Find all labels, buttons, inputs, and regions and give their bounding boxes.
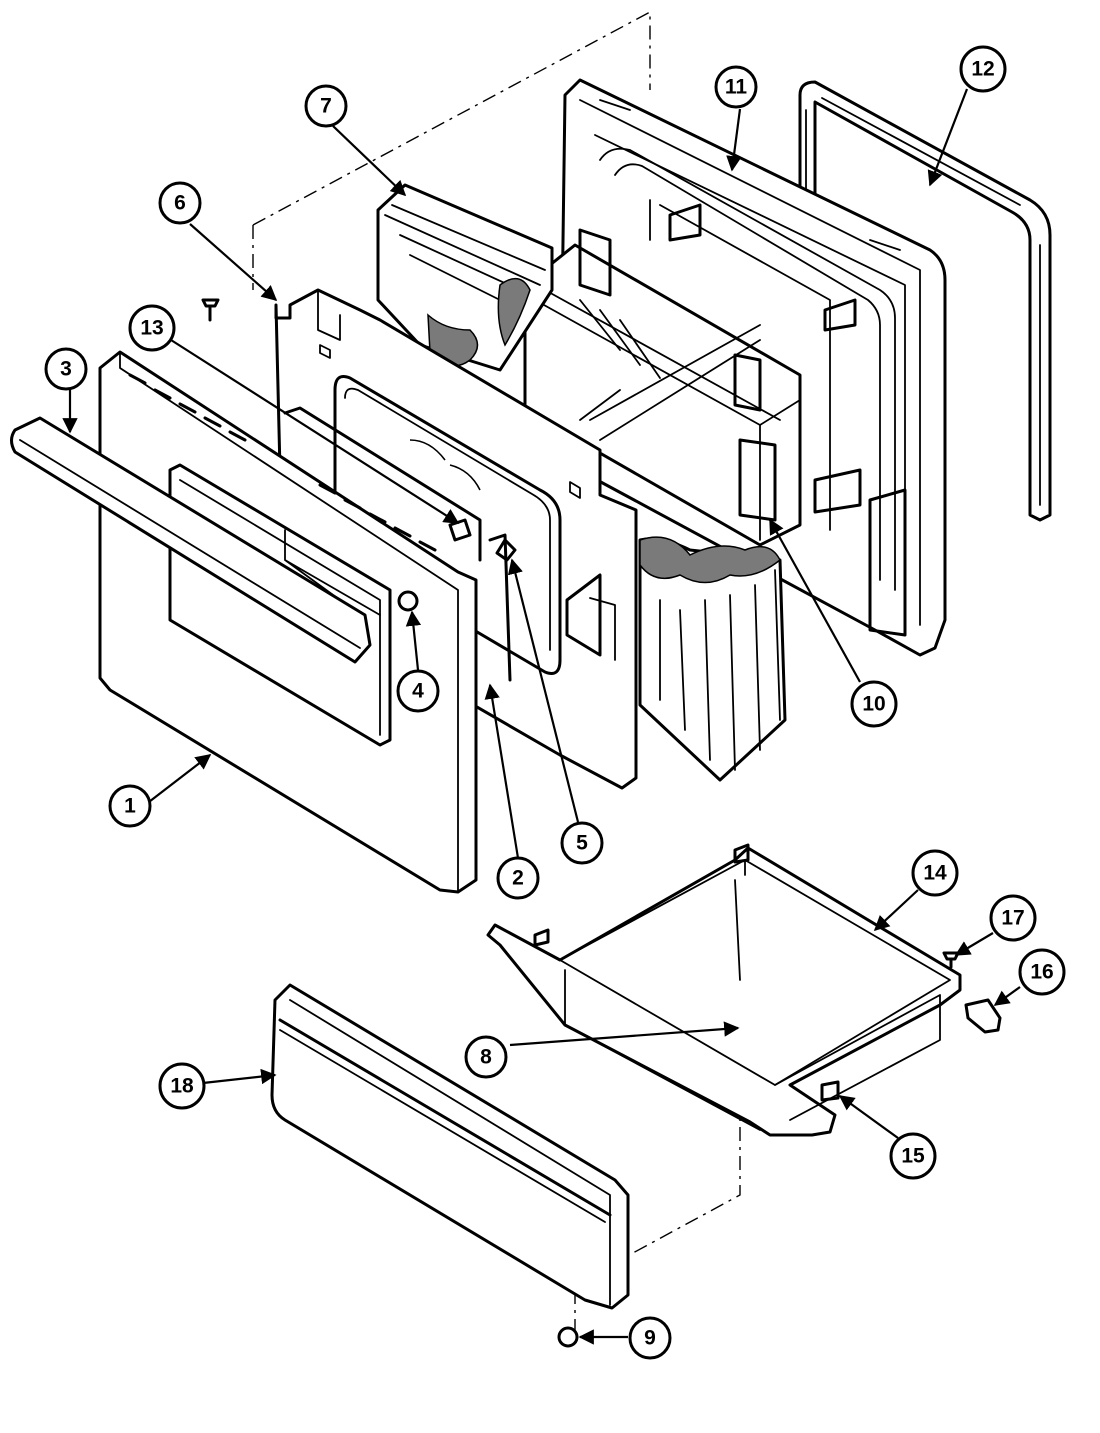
svg-text:9: 9: [644, 1327, 656, 1350]
nut-icon: [557, 1326, 579, 1348]
callout-12: 12: [959, 45, 1007, 93]
svg-text:13: 13: [140, 317, 163, 340]
svg-text:6: 6: [174, 192, 186, 215]
svg-text:8: 8: [480, 1046, 492, 1069]
svg-text:17: 17: [1001, 907, 1024, 930]
svg-text:11: 11: [725, 76, 748, 99]
svg-text:14: 14: [923, 862, 947, 885]
callout-1: 1: [108, 784, 152, 828]
door-bumper-part: [397, 590, 419, 612]
svg-text:4: 4: [412, 680, 424, 703]
svg-text:10: 10: [862, 693, 885, 716]
drawer-tray-part: [486, 843, 962, 1137]
callout-5: 5: [560, 821, 604, 865]
screw-icon: [448, 518, 472, 542]
callout-14: 14: [911, 849, 959, 897]
callout-10: 10: [850, 680, 898, 728]
svg-text:15: 15: [901, 1145, 925, 1168]
callout-8: 8: [464, 1035, 508, 1079]
drawer-stop-part: [964, 998, 1002, 1034]
leader-lines: [62, 88, 1021, 1345]
callout-4: 4: [396, 669, 440, 713]
screws: [201, 298, 960, 1348]
svg-text:7: 7: [320, 95, 332, 118]
callout-13: 13: [128, 304, 176, 352]
callout-17: 17: [989, 894, 1037, 942]
svg-text:18: 18: [170, 1075, 194, 1098]
screw-icon: [201, 298, 220, 322]
callout-15: 15: [889, 1132, 937, 1180]
svg-text:2: 2: [512, 867, 524, 890]
door-insulation-part: [376, 183, 787, 782]
window-glass-part: [523, 228, 802, 547]
drawer-front-part: [270, 983, 630, 1310]
callout-2: 2: [496, 856, 540, 900]
callout-18: 18: [158, 1062, 206, 1110]
screw-icon: [495, 538, 517, 562]
svg-text:5: 5: [576, 832, 588, 855]
svg-text:12: 12: [971, 58, 994, 81]
screw-icon: [942, 951, 960, 969]
callout-11: 11: [714, 65, 758, 109]
drawer-glide-part: [820, 1080, 840, 1102]
vent-slots: [128, 373, 437, 552]
callout-9: 9: [628, 1316, 672, 1360]
svg-text:3: 3: [60, 358, 72, 381]
door-gasket-part: [798, 80, 1052, 522]
callout-3: 3: [44, 347, 88, 391]
svg-text:1: 1: [124, 795, 136, 818]
callout-6: 6: [158, 181, 202, 225]
door-handle-part: [10, 416, 372, 664]
callout-16: 16: [1018, 948, 1066, 996]
svg-text:16: 16: [1030, 961, 1053, 984]
callout-7: 7: [304, 84, 348, 128]
